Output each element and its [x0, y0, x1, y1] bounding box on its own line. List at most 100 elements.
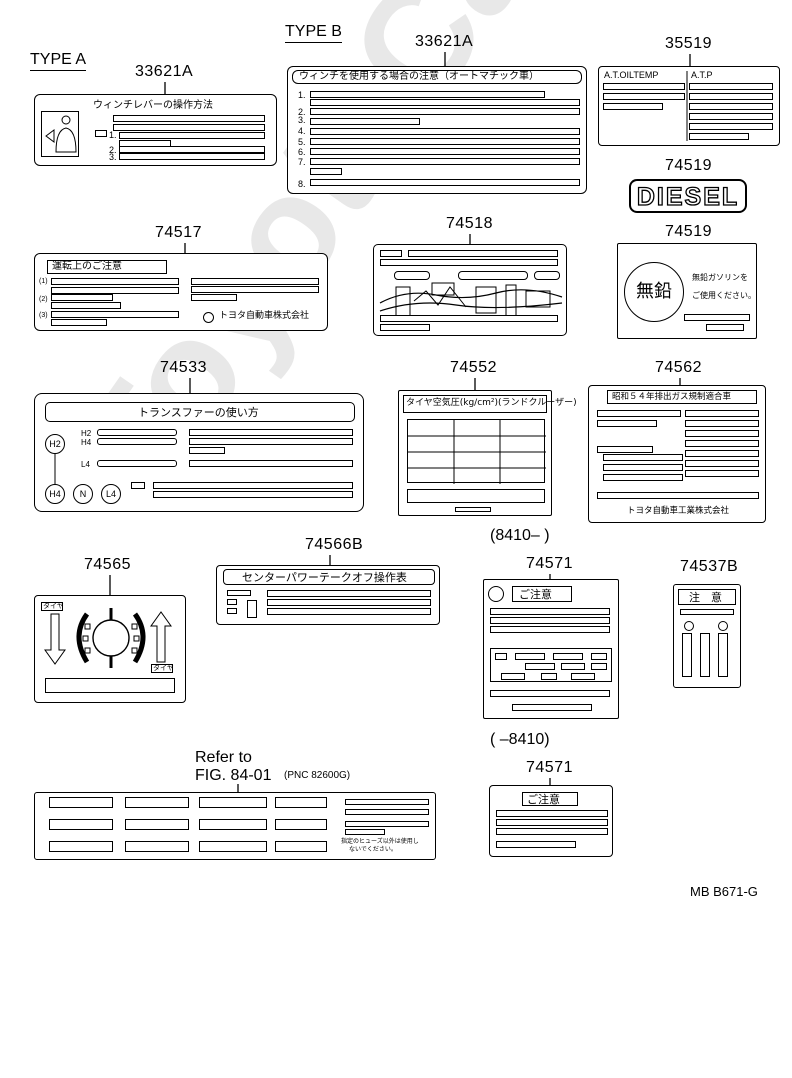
instruction-line	[51, 302, 121, 309]
winch-caution-label-type-b: ウィンチを使用する場合の注意（オートマチック車） 1. 2. 3. 4. 5. …	[287, 66, 587, 194]
indicator-icon	[684, 621, 694, 631]
instruction-line	[310, 168, 342, 175]
instruction-line	[189, 460, 353, 467]
caution-label-74537b: 注 意	[673, 584, 741, 688]
instruction-line	[685, 440, 759, 447]
h4-indicator: H4	[45, 484, 65, 504]
h2-text: H2	[81, 429, 92, 438]
item-number: 3.	[109, 152, 117, 162]
caution-title: 注 意	[689, 591, 722, 604]
marker-box	[227, 608, 237, 614]
l4-text: L4	[81, 460, 90, 469]
part-number-74533: 74533	[160, 359, 207, 376]
item-number: 1.	[109, 130, 117, 140]
item-number: (1)	[39, 278, 48, 285]
instruction-line	[119, 146, 265, 153]
fuse-cell	[49, 797, 113, 808]
instruction-line	[490, 608, 610, 615]
instruction-line	[512, 704, 592, 711]
instruction-line	[603, 83, 685, 90]
item-number: 3.	[298, 115, 306, 125]
winch-lever-label-type-a: ウィンチレバーの操作方法 1. 2. 3.	[34, 94, 277, 166]
engine-schematic-icon	[379, 282, 563, 318]
winch-caution-title: ウィンチを使用する場合の注意（オートマチック車）	[299, 71, 539, 82]
marker-box	[380, 250, 402, 257]
instruction-line	[496, 810, 608, 817]
instruction-line	[310, 118, 420, 125]
instruction-line	[603, 103, 663, 110]
instruction-line	[490, 617, 610, 624]
callout-box	[458, 271, 528, 280]
free-wheel-hub-label: タイヤ タイヤ	[34, 595, 186, 703]
instruction-line	[310, 158, 580, 165]
instruction-line	[189, 447, 225, 454]
notes-box	[407, 489, 545, 503]
tire-bottom-box: タイヤ	[151, 664, 174, 673]
title-box: ご注意	[522, 792, 578, 806]
fuse-table	[490, 648, 612, 682]
item-number: (2)	[39, 296, 48, 303]
type-b-heading: TYPE B	[285, 24, 342, 43]
item-number: 8.	[298, 179, 306, 189]
instruction-line	[689, 113, 773, 120]
instruction-line	[680, 609, 734, 615]
instruction-line	[310, 128, 580, 135]
caution-label-b: ご注意	[489, 785, 613, 857]
fuse-slot	[682, 633, 692, 677]
tire-pressure-title: タイヤ空気圧(kg/cm²)(ランドクルーザー)	[406, 398, 577, 408]
unleaded-text-1: 無鉛ガソリンを	[692, 273, 748, 282]
instruction-line	[685, 420, 759, 427]
lever-icon	[247, 600, 257, 618]
refer-pnc: (PNC 82600G)	[284, 770, 351, 781]
instruction-line	[51, 294, 113, 301]
instruction-line	[597, 492, 759, 499]
title-box: 運転上のご注意	[47, 260, 167, 274]
marker-box	[227, 590, 251, 596]
fuse-cell	[275, 819, 327, 830]
part-number-74518: 74518	[446, 215, 493, 232]
instruction-line	[51, 319, 107, 326]
title-bar: トランスファーの使い方	[45, 402, 355, 422]
instruction-line	[191, 286, 319, 293]
instruction-line	[496, 819, 608, 826]
instruction-line	[685, 430, 759, 437]
caution-title: ご注意	[527, 793, 560, 806]
cell	[561, 663, 585, 670]
winch-lever-title: ウィンチレバーの操作方法	[93, 100, 213, 111]
instruction-line	[345, 829, 385, 835]
instruction-line	[119, 132, 265, 139]
instruction-line	[310, 108, 580, 115]
production-range-from: (8410– )	[490, 527, 550, 544]
instruction-line	[113, 124, 265, 131]
part-number-74519-unleaded: 74519	[665, 223, 712, 240]
instruction-line	[97, 460, 177, 467]
part-number-74566b: 74566B	[305, 536, 364, 553]
fuse-cell	[199, 841, 267, 852]
instruction-line	[153, 482, 353, 489]
tire-pressure-label: タイヤ空気圧(kg/cm²)(ランドクルーザー)	[398, 390, 577, 516]
toyota-logo-icon	[203, 312, 214, 323]
emission-title: 昭和５４年排出ガス規制適合車	[612, 392, 732, 402]
instruction-line	[97, 438, 177, 445]
instruction-line	[496, 841, 576, 848]
instruction-line	[267, 590, 431, 597]
instruction-line	[345, 821, 429, 827]
cell	[515, 653, 545, 660]
instruction-line	[685, 450, 759, 457]
instruction-line	[689, 133, 749, 140]
manufacturer-text: トヨタ自動車株式会社	[219, 311, 310, 321]
instruction-line	[685, 410, 759, 417]
item-number: 2.	[298, 107, 306, 117]
notes-box	[45, 678, 175, 693]
instruction-line	[603, 474, 683, 481]
unleaded-fuel-label: 無鉛 無鉛ガソリンを ご使用ください。	[617, 243, 757, 339]
driving-caution-title: 運転上のご注意	[52, 261, 122, 272]
emission-label: 昭和５４年排出ガス規制適合車 トヨタ自動車工業株式会社	[588, 385, 766, 523]
diagram-code: MB B671-G	[690, 884, 758, 899]
instruction-line	[684, 314, 750, 321]
fuse-cell	[275, 797, 327, 808]
fuse-cell	[49, 819, 113, 830]
toyota-logo-icon	[488, 586, 504, 602]
instruction-line	[191, 278, 319, 285]
instruction-line	[310, 179, 580, 186]
